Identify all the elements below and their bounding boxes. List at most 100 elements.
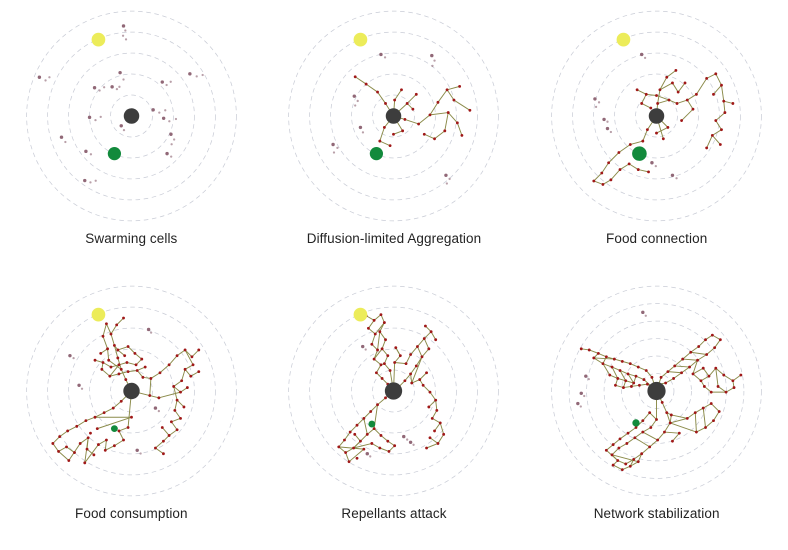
network-node	[185, 386, 189, 389]
network-node	[359, 439, 363, 443]
agent-dot	[157, 409, 160, 413]
network-edge	[176, 349, 186, 357]
network-edge	[665, 377, 675, 384]
network-node	[197, 348, 201, 352]
network-node	[178, 416, 182, 420]
network-node	[437, 100, 440, 104]
agent-dot	[433, 59, 437, 62]
agent-dot	[331, 142, 336, 147]
network-node	[686, 98, 689, 102]
agent-dot	[362, 131, 365, 134]
network-edge	[366, 83, 379, 93]
ring-3	[330, 52, 458, 180]
network-node	[641, 419, 645, 423]
network-node	[633, 436, 637, 440]
network-edge	[411, 379, 421, 384]
network-node	[365, 82, 369, 86]
network-node	[671, 439, 675, 443]
network-node	[668, 421, 672, 425]
network-edge	[404, 118, 420, 125]
network-edge	[668, 99, 678, 104]
network-node	[141, 375, 145, 379]
agent-dot	[170, 143, 173, 146]
network-node	[719, 338, 722, 342]
network-edge	[113, 439, 124, 447]
network-node	[67, 459, 71, 462]
network-edge	[79, 437, 89, 444]
agent-dot	[37, 75, 41, 79]
network-node	[102, 411, 106, 415]
network-edge	[672, 82, 679, 93]
agent-dot	[353, 94, 357, 98]
network-edge	[59, 430, 68, 438]
plot-network-stabilization	[539, 277, 774, 505]
network-edge	[363, 417, 369, 435]
network-edge	[376, 364, 382, 374]
network-node	[373, 357, 377, 361]
network-node	[117, 363, 121, 367]
network-edge	[637, 169, 650, 173]
network-edge	[190, 371, 200, 377]
network-node	[421, 355, 424, 359]
network-edge	[410, 373, 413, 384]
network-edge	[702, 367, 710, 377]
network-node	[182, 405, 186, 409]
agent-dot	[161, 116, 166, 120]
ring-4	[572, 31, 741, 201]
agent-dot	[121, 34, 125, 37]
network-edge	[713, 411, 720, 422]
network-node	[618, 437, 622, 441]
network-node	[456, 121, 460, 125]
network-edge	[664, 422, 671, 433]
network-node	[116, 348, 120, 352]
food-marker	[632, 146, 647, 161]
network-edge	[429, 112, 450, 116]
ring-5	[568, 303, 745, 479]
network-edge	[608, 152, 620, 164]
network-edge	[611, 447, 620, 456]
agent-dot	[158, 111, 161, 114]
network-edge	[598, 352, 607, 358]
network-node	[425, 446, 429, 450]
panel-caption: Network stabilization	[593, 506, 720, 521]
agent-dot	[640, 52, 644, 57]
network-edge	[667, 365, 676, 373]
ring-5	[551, 10, 762, 222]
network-node	[105, 347, 109, 351]
network-node	[629, 143, 632, 146]
network-edge	[674, 358, 684, 367]
ring-4	[47, 31, 216, 201]
network-node	[370, 342, 374, 346]
agent-dot	[354, 104, 357, 107]
network-node	[148, 394, 151, 397]
plot-food-connection	[539, 2, 774, 230]
repellant-marker	[91, 32, 106, 47]
agent-dot	[102, 86, 106, 89]
network-node	[610, 365, 614, 369]
agent-dot	[169, 132, 173, 136]
network-node	[452, 98, 456, 102]
network-node	[384, 338, 388, 342]
network-node	[117, 429, 121, 433]
network-node	[667, 98, 671, 102]
network-edge	[338, 439, 346, 448]
network-node	[101, 334, 105, 338]
network-edge	[84, 444, 99, 464]
agent-dot	[576, 401, 580, 406]
network-node	[720, 83, 724, 87]
network-edge	[712, 134, 721, 145]
network-node	[158, 371, 162, 375]
network-node	[434, 398, 438, 402]
network-node	[458, 84, 462, 88]
network-node	[362, 416, 366, 420]
network-node	[600, 171, 604, 175]
network-edge	[440, 422, 445, 435]
network-node	[367, 326, 371, 330]
network-node	[175, 428, 179, 432]
network-edge	[621, 465, 631, 471]
network-node	[100, 367, 104, 371]
network-edge	[424, 338, 430, 350]
network-node	[104, 322, 108, 326]
network-node	[134, 363, 138, 367]
